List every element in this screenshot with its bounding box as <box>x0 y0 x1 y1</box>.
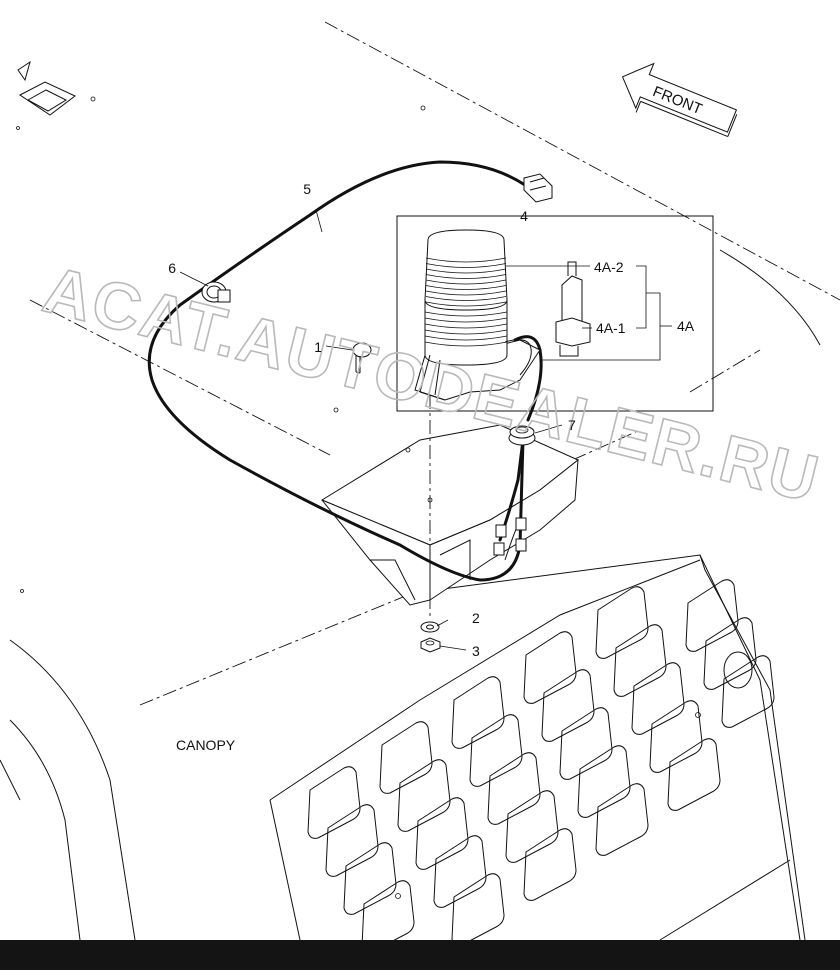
grille-cell <box>541 669 595 742</box>
grille-cell <box>523 631 577 704</box>
leader-lines <box>179 209 672 651</box>
grille-cell <box>487 752 541 825</box>
wire-harness <box>147 160 543 582</box>
bottom-border <box>0 940 840 970</box>
grille-cell <box>451 873 505 946</box>
callout-4a: 4A <box>677 318 695 334</box>
lamp-rib <box>425 263 507 268</box>
lamp-rib <box>425 279 507 285</box>
fuse-holder <box>555 261 591 357</box>
grille-cell <box>703 617 757 690</box>
grille-cells <box>307 579 775 953</box>
canopy-grille-panel <box>269 554 806 953</box>
bolt <box>352 342 372 374</box>
callout-1: 1 <box>314 339 322 355</box>
lamp-rib <box>425 257 507 263</box>
grille-cell <box>307 766 361 839</box>
callout-labels: 5 6 1 4 4A-2 4A-1 4A 7 2 3 CANOPY <box>168 181 695 753</box>
grille-cell <box>631 662 685 735</box>
front-arrow: FRONT <box>621 62 738 138</box>
grille-cell <box>649 700 703 773</box>
grille-cell <box>451 676 505 749</box>
grille-cell <box>469 714 523 787</box>
callout-4a-1: 4A-1 <box>596 320 626 336</box>
lamp-rib <box>425 301 507 307</box>
grille-cell <box>325 804 379 877</box>
lamp-ribs <box>424 257 508 347</box>
grille-cell <box>343 842 397 915</box>
lamp-rib <box>424 311 508 317</box>
lamp-rib <box>425 268 507 274</box>
callout-6: 6 <box>168 260 176 276</box>
harness-connector <box>523 173 553 203</box>
callout-4: 4 <box>520 208 528 224</box>
mounting-bracket <box>320 424 579 606</box>
lamp-rib <box>425 290 507 296</box>
beacon-lamp <box>414 229 541 401</box>
grille-cell <box>685 579 739 652</box>
grille-cell <box>397 759 451 832</box>
canopy-label: CANOPY <box>176 737 236 753</box>
nut <box>420 637 441 653</box>
lamp-rib <box>425 285 507 290</box>
grille-cell <box>613 624 667 697</box>
cable-clamp <box>201 281 231 303</box>
lamp-rib <box>424 317 508 323</box>
grommet <box>508 425 536 446</box>
lamp-rib <box>425 274 507 279</box>
grille-cell <box>523 828 577 901</box>
lamp-rib <box>424 341 508 347</box>
callout-3: 3 <box>472 643 480 659</box>
washer <box>420 621 440 633</box>
callout-5: 5 <box>303 181 311 197</box>
grille-cell <box>559 707 613 780</box>
lamp-rib <box>425 296 507 301</box>
grille-cell <box>595 586 649 659</box>
grille-cell <box>379 721 433 794</box>
lamp-rib <box>424 329 508 335</box>
grille-cell <box>433 835 487 908</box>
callout-4a-2: 4A-2 <box>594 259 624 275</box>
lamp-rib <box>424 335 508 341</box>
grille-cell <box>667 738 721 811</box>
grille-cell <box>577 745 631 818</box>
callout-2: 2 <box>472 610 480 626</box>
canopy-outline <box>0 21 840 941</box>
grille-cell <box>595 783 649 856</box>
lamp-rib <box>424 323 508 329</box>
callout-7: 7 <box>568 417 576 433</box>
grille-cell <box>415 797 469 870</box>
grille-cell <box>721 655 775 728</box>
grille-cell <box>505 790 559 863</box>
